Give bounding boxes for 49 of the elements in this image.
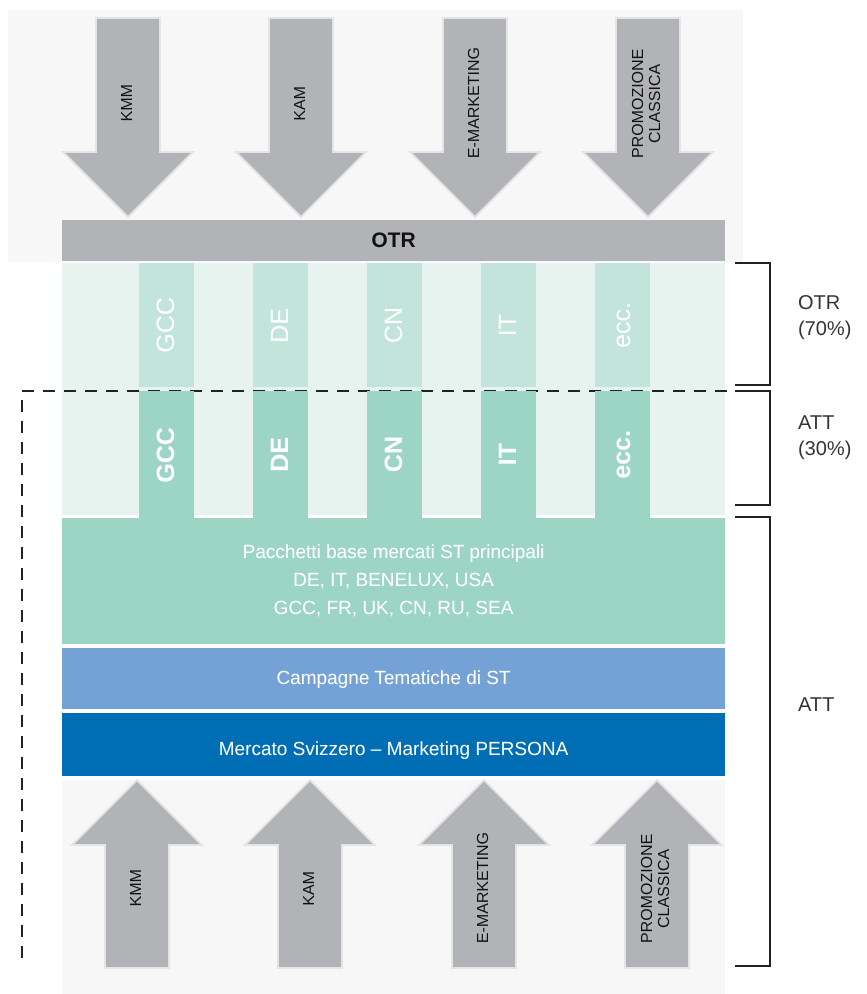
up-arrow <box>245 780 375 968</box>
otr-bar <box>62 220 725 261</box>
arrow-label: KMM <box>120 84 136 122</box>
market-column <box>139 391 194 518</box>
arrow-label: PROMOZIONE CLASSICA <box>631 47 665 160</box>
market-bar <box>62 713 725 776</box>
up-arrow <box>72 780 202 968</box>
bar-text: Pacchetti base mercati ST principali <box>242 542 544 564</box>
down-arrow <box>583 18 713 217</box>
bar-text: OTR <box>371 228 416 252</box>
market-column <box>139 263 194 387</box>
packages-block <box>62 518 725 644</box>
up-arrow <box>592 780 722 968</box>
market-label: CN <box>381 436 408 473</box>
market-column <box>367 263 422 387</box>
bar-text: DE, IT, BENELUX, USA <box>293 570 494 592</box>
market-label: ecc. <box>609 430 636 479</box>
arrow-label: KMM <box>128 869 146 907</box>
arrow-label: E-MARKETING <box>476 832 492 944</box>
market-label: IT <box>495 314 522 336</box>
market-column <box>481 391 536 518</box>
market-column <box>595 263 650 387</box>
down-arrow <box>63 18 193 217</box>
bar-text: GCC, FR, UK, CN, RU, SEA <box>274 598 514 620</box>
market-label: IT <box>495 443 522 466</box>
market-label: CN <box>381 306 408 344</box>
market-column <box>595 391 650 518</box>
bracket-label: ATT <box>798 693 836 718</box>
market-column <box>253 391 308 518</box>
arrow-label: KAM <box>292 86 310 120</box>
market-label: DE <box>267 308 294 342</box>
arrow-label: E-MARKETING <box>466 47 484 159</box>
market-label: ecc. <box>609 302 636 348</box>
bar-text: Mercato Svizzero – Marketing PERSONA <box>218 738 568 760</box>
market-label: DE <box>267 437 294 472</box>
market-column <box>481 263 536 387</box>
market-column <box>253 263 308 387</box>
down-arrow <box>410 18 540 217</box>
campaign-bar <box>62 648 725 709</box>
down-arrow <box>236 18 366 217</box>
market-label: GCC <box>153 426 180 482</box>
up-arrow <box>419 780 549 968</box>
arrow-label: PROMOZIONE CLASSICA <box>640 832 674 945</box>
market-label: GCC <box>153 297 180 353</box>
market-column <box>367 391 422 518</box>
arrow-label: KAM <box>302 870 318 906</box>
bar-text: Campagne Tematiche di ST <box>276 668 511 690</box>
bracket-label: ATT (30%) <box>798 411 852 462</box>
bracket-label: OTR (70%) <box>798 291 852 342</box>
